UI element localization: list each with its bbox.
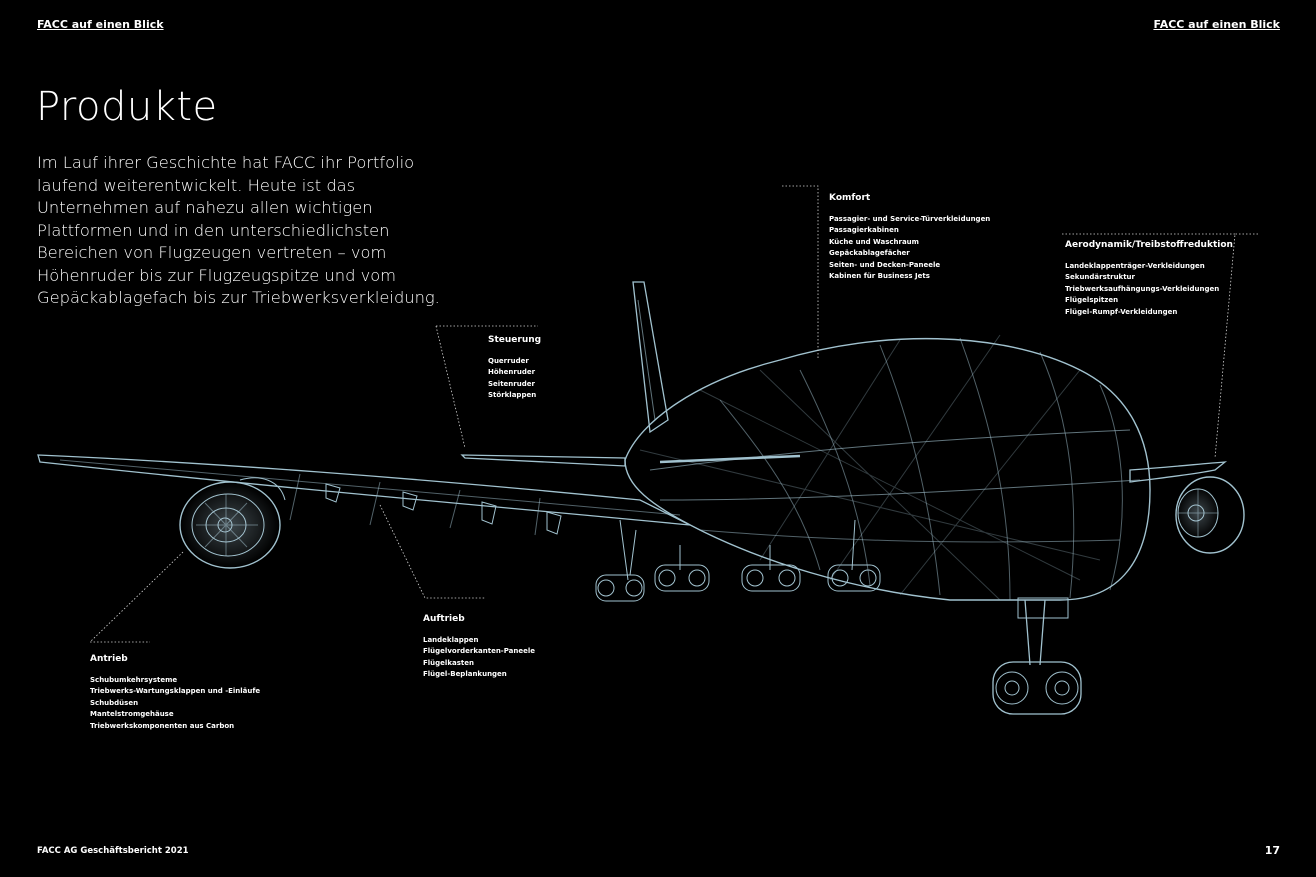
list-item: Seiten- und Decken-Paneele bbox=[829, 260, 941, 269]
list-item: Querruder bbox=[488, 356, 529, 365]
callout-title: Antrieb bbox=[90, 654, 128, 664]
page-number: 17 bbox=[1264, 844, 1280, 857]
list-item: Schubdüsen bbox=[90, 698, 139, 707]
right-wing bbox=[1129, 461, 1228, 483]
leader-steuerung bbox=[435, 325, 538, 449]
callout-auftrieb: Auftrieb Landeklappen Flügelvorderkanten… bbox=[423, 614, 535, 681]
list-item: Flügel-Rumpf-Verkleidungen bbox=[1065, 307, 1178, 316]
list-item: Höhenruder bbox=[488, 368, 536, 376]
list-item: Sekundärstruktur bbox=[1065, 273, 1135, 281]
list-item: Triebwerkskomponenten aus Carbon bbox=[90, 721, 235, 730]
list-item: Landeklappen bbox=[423, 635, 479, 644]
page-title: Produkte bbox=[36, 84, 218, 130]
tail-fin bbox=[632, 281, 669, 434]
list-item: Gepäckablagefächer bbox=[829, 249, 910, 257]
fuselage bbox=[624, 337, 1151, 601]
leader-auftrieb bbox=[379, 504, 485, 599]
footer-left: FACC AG Geschäftsbericht 2021 bbox=[37, 846, 189, 856]
header-right: FACC auf einen Blick bbox=[1153, 18, 1280, 31]
callout-title: Auftrieb bbox=[423, 614, 465, 624]
callout-komfort: Komfort Passagier- und Service-Türverkle… bbox=[829, 193, 990, 283]
horizontal-stabilizer bbox=[460, 454, 626, 467]
leader-aerodynamik bbox=[1060, 233, 1258, 459]
list-item: Triebwerks-Wartungsklappen und -Einläufe bbox=[90, 687, 261, 695]
header-left: FACC auf einen Blick bbox=[37, 18, 164, 31]
list-item: Landeklappenträger-Verkleidungen bbox=[1065, 261, 1205, 270]
list-item: Flügelkasten bbox=[423, 658, 474, 667]
list-item: Mantelstromgehäuse bbox=[90, 710, 174, 718]
leader-antrieb bbox=[89, 551, 184, 643]
list-item: Triebwerksaufhängungs-Verkleidungen bbox=[1065, 284, 1220, 293]
list-item: Flügel-Beplankungen bbox=[423, 670, 507, 678]
callout-title: Steuerung bbox=[488, 335, 542, 345]
landing-gear bbox=[595, 519, 1082, 715]
list-item: Seitenruder bbox=[488, 379, 535, 388]
callout-title: Komfort bbox=[829, 193, 871, 203]
list-item: Flügelvorderkanten-Paneele bbox=[423, 647, 535, 655]
callout-steuerung: Steuerung Querruder Höhenruder Seitenrud… bbox=[488, 335, 541, 402]
list-item: Küche und Waschraum bbox=[829, 237, 919, 246]
list-item: Passagierkabinen bbox=[829, 226, 899, 234]
list-item: Flügelspitzen bbox=[1065, 296, 1119, 304]
list-item: Kabinen für Business Jets bbox=[829, 272, 930, 280]
leader-komfort bbox=[782, 185, 819, 358]
callout-aerodynamik: Aerodynamik/Treibstoffreduktion Landekla… bbox=[1065, 240, 1233, 318]
intro-text: Im Lauf ihrer Geschichte hat FACC ihr Po… bbox=[37, 153, 440, 307]
list-item: Störklappen bbox=[488, 391, 537, 399]
list-item: Schubumkehrsysteme bbox=[90, 675, 178, 684]
callout-title: Aerodynamik/Treibstoffreduktion bbox=[1065, 240, 1233, 250]
list-item: Passagier- und Service-Türverkleidungen bbox=[829, 214, 991, 223]
callout-antrieb: Antrieb Schubumkehrsysteme Triebwerks-Wa… bbox=[90, 654, 260, 732]
left-wing bbox=[37, 454, 691, 526]
